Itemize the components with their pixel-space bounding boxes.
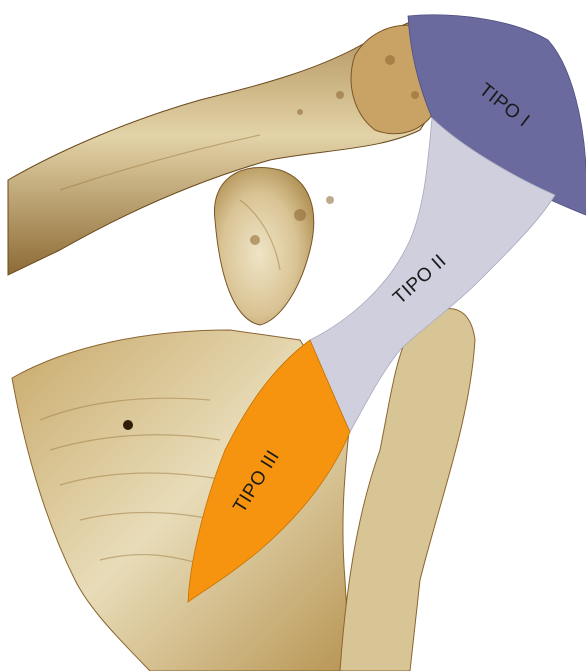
- coracoid-process: [214, 167, 313, 325]
- nutrient-foramen: [123, 420, 133, 430]
